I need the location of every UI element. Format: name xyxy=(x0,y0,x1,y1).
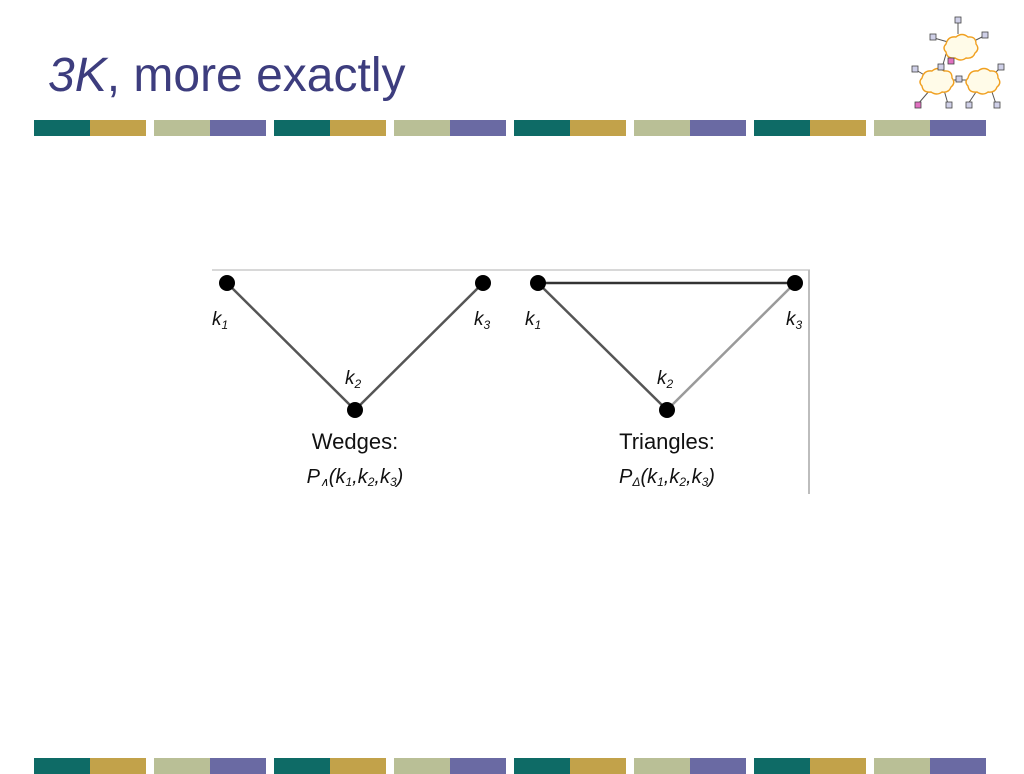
stripe-segment xyxy=(34,120,90,136)
wedge-figure: k1 k2 k3 Wedges: P∧(k1,k2,k3) xyxy=(212,275,491,489)
wedge-label-k2: k2 xyxy=(345,368,362,391)
wedge-formula: P∧(k1,k2,k3) xyxy=(307,466,404,489)
decorative-stripe-bottom xyxy=(34,758,986,774)
slide-title-italic: 3K xyxy=(48,49,107,102)
stripe-segment xyxy=(514,758,570,774)
triangle-label-k1: k1 xyxy=(525,309,541,332)
stripe-gap xyxy=(146,120,154,136)
wedge-node-k3 xyxy=(475,275,491,291)
stripe-segment xyxy=(274,758,330,774)
stripe-segment xyxy=(690,120,746,136)
slide-title-rest: , more exactly xyxy=(106,49,406,102)
stripe-segment xyxy=(210,758,266,774)
stripe-segment xyxy=(810,758,866,774)
stripe-gap xyxy=(506,120,514,136)
triangle-edge-1-2 xyxy=(537,282,668,411)
stripe-segment xyxy=(330,120,386,136)
stripe-segment xyxy=(450,120,506,136)
stripe-gap xyxy=(146,758,154,774)
stripe-segment xyxy=(154,120,210,136)
stripe-gap xyxy=(866,758,874,774)
decorative-stripe-top xyxy=(34,120,986,136)
wedge-node-k1 xyxy=(219,275,235,291)
stripe-segment xyxy=(754,120,810,136)
stripe-gap xyxy=(266,120,274,136)
triangle-formula: PΔ(k1,k2,k3) xyxy=(619,466,715,489)
wedges-triangles-diagram: k1 k2 k3 Wedges: P∧(k1,k2,k3) k1 k2 k3 T… xyxy=(212,269,810,494)
stripe-segment xyxy=(90,758,146,774)
stripe-segment xyxy=(930,120,986,136)
triangle-node-k1 xyxy=(530,275,546,291)
triangle-label-k2: k2 xyxy=(657,368,674,391)
slide-title: 3K, more exactly xyxy=(48,52,405,100)
stripe-segment xyxy=(394,758,450,774)
stripe-segment xyxy=(90,120,146,136)
stripe-gap xyxy=(626,758,634,774)
triangle-label-k3: k3 xyxy=(786,309,803,332)
stripe-segment xyxy=(34,758,90,774)
stripe-gap xyxy=(266,758,274,774)
triangle-figure: k1 k2 k3 Triangles: PΔ(k1,k2,k3) xyxy=(525,275,803,489)
stripe-gap xyxy=(386,758,394,774)
stripe-gap xyxy=(866,120,874,136)
stripe-segment xyxy=(570,120,626,136)
stripe-segment xyxy=(570,758,626,774)
stripe-segment xyxy=(394,120,450,136)
triangle-node-k3 xyxy=(787,275,803,291)
wedge-label-k1: k1 xyxy=(212,309,228,332)
stripe-gap xyxy=(506,758,514,774)
wedge-label-k3: k3 xyxy=(474,309,491,332)
stripe-segment xyxy=(210,120,266,136)
triangle-node-k2 xyxy=(659,402,675,418)
stripe-segment xyxy=(330,758,386,774)
stripe-gap xyxy=(746,120,754,136)
stripe-segment xyxy=(874,758,930,774)
stripe-segment xyxy=(874,120,930,136)
stripe-gap xyxy=(626,120,634,136)
network-clouds-icon xyxy=(911,16,1005,109)
stripe-gap xyxy=(746,758,754,774)
triangle-edge-2-3 xyxy=(666,282,796,411)
wedge-edge-1-2 xyxy=(226,282,356,411)
stripe-segment xyxy=(154,758,210,774)
stripe-segment xyxy=(634,758,690,774)
stripe-segment xyxy=(274,120,330,136)
stripe-segment xyxy=(690,758,746,774)
stripe-segment xyxy=(754,758,810,774)
stripe-segment xyxy=(514,120,570,136)
triangle-caption: Triangles: xyxy=(619,429,715,454)
stripe-segment xyxy=(634,120,690,136)
wedge-edge-2-3 xyxy=(354,282,484,411)
wedge-caption: Wedges: xyxy=(312,429,398,454)
stripe-segment xyxy=(930,758,986,774)
stripe-segment xyxy=(810,120,866,136)
wedge-node-k2 xyxy=(347,402,363,418)
stripe-gap xyxy=(386,120,394,136)
stripe-segment xyxy=(450,758,506,774)
